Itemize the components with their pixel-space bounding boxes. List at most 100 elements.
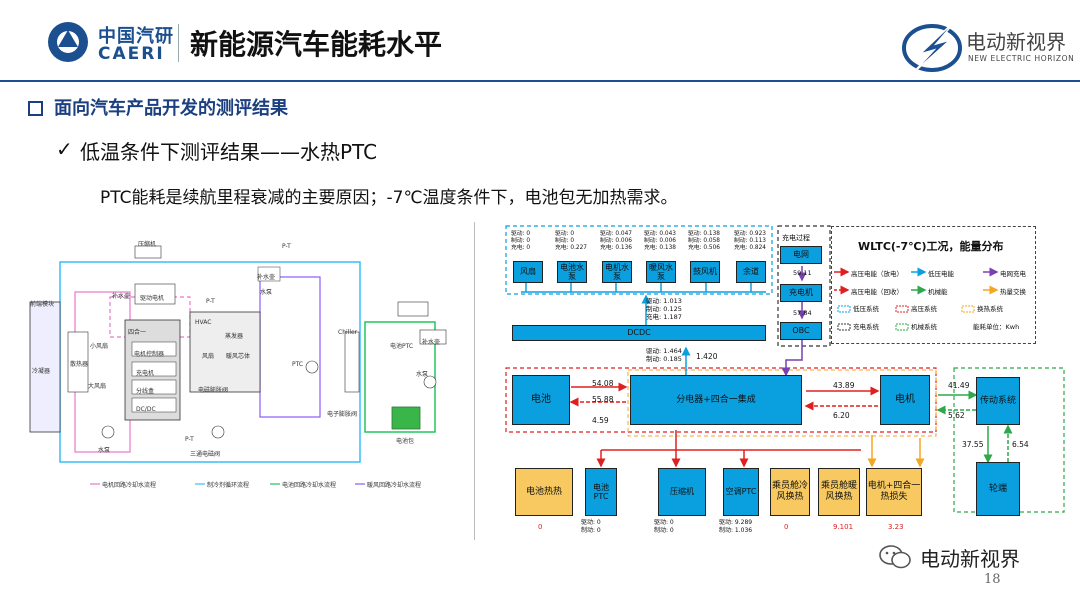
transmission-box: 传动系统 — [976, 377, 1020, 425]
obc-box: OBC — [780, 322, 822, 340]
component-label: 驱动电机 — [140, 294, 164, 302]
motor-box: 电机 — [880, 375, 930, 425]
flow-label: 6.20 — [833, 411, 850, 420]
load-box: 风扇 — [513, 261, 543, 283]
bottom-values: 驱动: 0 制动: 0 — [654, 519, 674, 534]
brand-name-cn: 电动新视界 — [966, 30, 1066, 54]
header-bar — [0, 0, 1080, 82]
component-label: 四合一 — [128, 328, 146, 336]
section-title: 面向汽车产品开发的测评结果 — [54, 98, 288, 119]
load-box: 鼓风机 — [690, 261, 720, 283]
wheel-box: 轮端 — [976, 462, 1020, 516]
dcdc-values: 驱动: 1.013 制动: 0.125 充电: 1.187 — [646, 297, 682, 322]
page-title: 新能源汽车能耗水平 — [190, 28, 443, 61]
component-label: 前端模块 — [30, 300, 54, 308]
pdu-box: 分电器+四合一集成 — [630, 375, 802, 425]
component-label: DC/DC — [136, 406, 156, 413]
legend-panel — [831, 226, 1036, 344]
component-label: P-T — [185, 436, 194, 443]
load-values: 驱动: 0.047 制动: 0.006 充电: 0.136 — [600, 231, 632, 252]
bullet-text: 低温条件下测评结果——水热PTC — [80, 140, 378, 164]
load-box: 余道 — [736, 261, 766, 283]
bottom-values: 驱动: 0 制动: 0 — [581, 519, 601, 534]
flow-label: 54.08 — [592, 379, 614, 388]
component-label: 分线盒 — [136, 387, 154, 395]
component-label: PTC — [292, 361, 303, 368]
component-label: 电池PTC — [390, 342, 413, 350]
component-label: 充电机 — [136, 369, 154, 377]
loop-legend-label: 电机回路冷却水流程 — [102, 481, 156, 489]
header-divider — [178, 24, 179, 62]
load-values: 驱动: 0.043 制动: 0.006 充电: 0.138 — [644, 231, 676, 252]
wechat-icon — [879, 545, 911, 569]
obc-flow: 57.84 — [793, 309, 812, 317]
flow-label: 6.54 — [1012, 440, 1029, 449]
legend-item: 高压电能（放电） — [851, 270, 903, 278]
description-text: PTC能耗是续航里程衰减的主要原因；-7℃温度条件下，电池包无加热需求。 — [100, 188, 678, 208]
loop-legend-label: 制冷剂循环流程 — [207, 481, 249, 489]
org-name-en: CAERI — [98, 44, 165, 64]
flow-label: 41.49 — [948, 381, 970, 390]
component-label: 小风扇 — [90, 342, 108, 350]
component-label: 蒸发器 — [225, 332, 243, 340]
legend-item: 高压电能（回收） — [851, 288, 903, 296]
load-box: 电池水泵 — [557, 261, 587, 283]
component-label: P-T — [282, 243, 291, 250]
flow-label: 4.59 — [592, 416, 609, 425]
bottom-value: 0 — [538, 523, 543, 531]
legend-item: 电网充电 — [1000, 270, 1026, 278]
load-values: 驱动: 0.923 制动: 0.113 充电: 0.824 — [734, 231, 766, 252]
battery-box: 电池 — [512, 375, 570, 425]
component-label: HVAC — [195, 319, 211, 326]
component-label: 水泵 — [260, 288, 272, 296]
dcdc-box: DCDC — [512, 325, 766, 341]
bottom-box: 压缩机 — [658, 468, 706, 516]
component-label: 冷凝器 — [32, 367, 50, 375]
checkmark-icon: ✓ — [56, 137, 73, 161]
legend-item: 低压系统 — [853, 305, 879, 313]
legend-item: 换热系统 — [977, 305, 1003, 313]
component-label: 风扇 — [202, 352, 214, 360]
component-label: 电子膨胀阀 — [327, 410, 357, 418]
header-underline — [0, 80, 1080, 82]
legend-title: WLTC(-7℃)工况，能量分布 — [858, 240, 1004, 253]
load-box: 暖风水泵 — [646, 261, 676, 283]
grid-flow: 59.11 — [793, 269, 812, 277]
energy-flow-lines — [505, 225, 1065, 513]
component-label: 水泵 — [98, 446, 110, 454]
bottom-value: 3.23 — [888, 523, 904, 531]
org-name-cn: 中国汽研 — [98, 26, 174, 47]
legend-item: 热量交换 — [1000, 288, 1026, 296]
legend-item: 高压系统 — [911, 305, 937, 313]
component-label: 补水壶 — [112, 292, 130, 300]
component-label: 补水壶 — [422, 338, 440, 346]
component-label: 电磁膨胀阀 — [198, 386, 228, 394]
component-label: Chiller — [338, 329, 358, 336]
caeri-logo-mark — [58, 30, 78, 47]
legend-item: 能耗单位：Kwh — [973, 323, 1020, 331]
grid-box: 电网 — [780, 246, 822, 264]
legend-item: 低压电能 — [928, 270, 954, 278]
component-label: P-T — [206, 298, 215, 305]
bottom-box: 电机+四合一热损失 — [866, 468, 922, 516]
component-label: 压缩机 — [138, 240, 156, 248]
section-square-icon — [28, 101, 43, 116]
load-box: 电机水泵 — [602, 261, 632, 283]
component-label: 大风扇 — [88, 382, 106, 390]
charger-box: 充电机 — [780, 284, 822, 302]
brand-logo-icon — [902, 17, 962, 75]
bottom-box: 空调PTC — [723, 468, 759, 516]
load-values: 驱动: 0.138 制动: 0.058 充电: 0.506 — [688, 231, 720, 252]
loop-legend-label: 电池回路冷却水流程 — [282, 481, 336, 489]
page-number: 18 — [984, 572, 1001, 587]
diagram-divider — [474, 222, 475, 540]
bottom-box: 乘员舱暖风换热 — [818, 468, 860, 516]
bottom-box: 乘员舱冷风换热 — [770, 468, 810, 516]
legend-item: 机械系统 — [911, 323, 937, 331]
bottom-box: 电池热热 — [515, 468, 573, 516]
bottom-box: 电池PTC — [585, 468, 617, 516]
load-values: 驱动: 0 制动: 0 充电: 0.227 — [555, 231, 587, 252]
component-label: 暖风芯体 — [226, 352, 250, 360]
component-label: 补水壶 — [257, 273, 275, 281]
